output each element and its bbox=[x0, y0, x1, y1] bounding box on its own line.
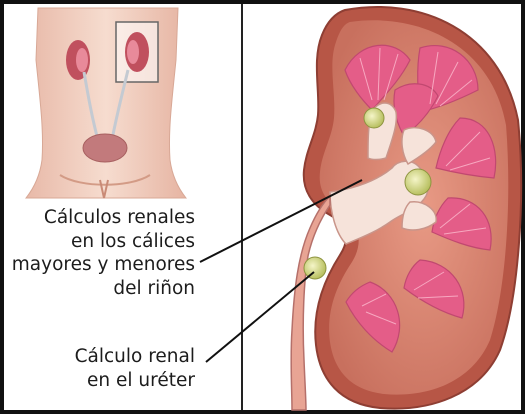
torso-inset bbox=[10, 8, 200, 198]
label-calyx-line-1: Cálculos renales bbox=[12, 206, 195, 230]
label-calyx-line-3: mayores y menores bbox=[12, 253, 195, 277]
label-calyx-line-2: en los cálices bbox=[12, 230, 195, 254]
label-ureter-line-1: Cálculo renal bbox=[75, 345, 195, 369]
label-ureter-stone: Cálculo renal en el uréter bbox=[75, 345, 195, 392]
torso-left-kidney bbox=[66, 40, 90, 80]
label-calyx-stones: Cálculos renales en los cálices mayores … bbox=[12, 206, 195, 301]
label-calyx-line-4: del riñon bbox=[12, 277, 195, 301]
label-ureter-line-2: en el uréter bbox=[75, 369, 195, 393]
torso-right-kidney-zoom-box bbox=[116, 22, 158, 82]
